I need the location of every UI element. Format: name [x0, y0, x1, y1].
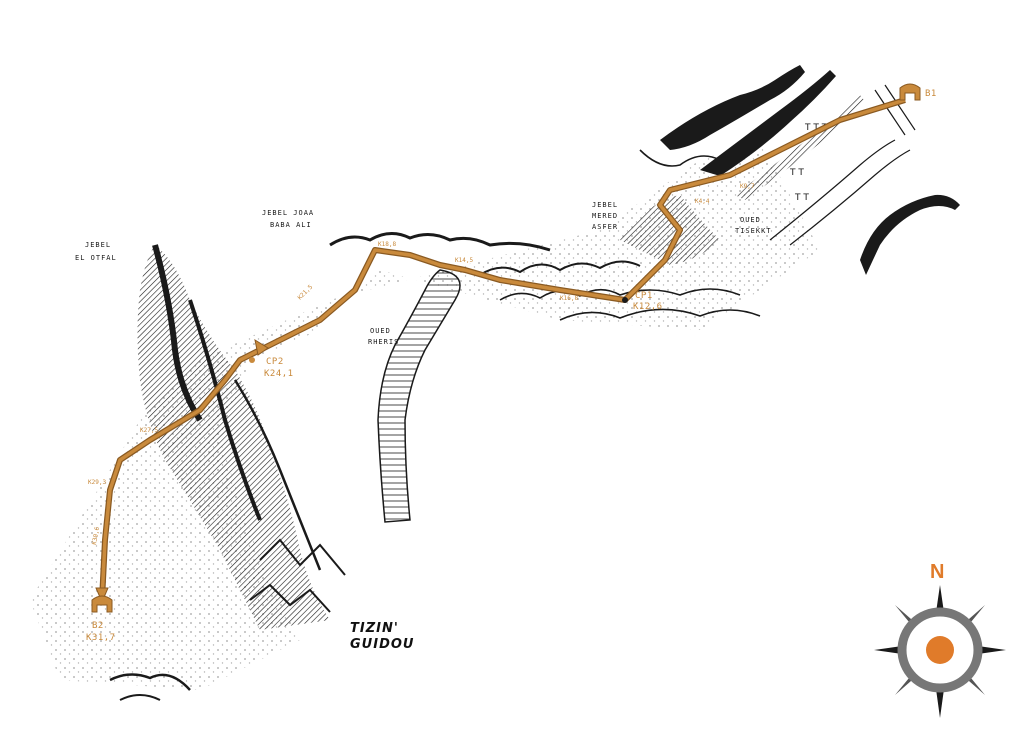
label-b1: B1 — [925, 89, 937, 99]
segment-label-4: K14,5 — [455, 257, 473, 264]
label-cp1-km: K12,6 — [633, 302, 663, 312]
segment-label-8: K29,3 — [88, 479, 106, 486]
label-oued-rheris-2: RHERIS — [368, 338, 399, 346]
label-jebel-el-otfal-1: JEBEL — [85, 241, 111, 249]
river-oued-rheris — [377, 269, 461, 523]
label-cp2-km: K24,1 — [264, 369, 294, 379]
label-oued-tisekkt-2: TISEKKT — [735, 227, 772, 235]
checkpoint-cp2-marker — [249, 357, 255, 363]
label-jebel-joaa-2: BABA ALI — [270, 221, 312, 229]
bivouac-b1-marker — [899, 83, 921, 101]
label-oued-tisekkt-1: OUED — [740, 216, 761, 224]
label-tizin-guidou-2: GUIDOU — [350, 637, 414, 652]
segment-label-1: K4,4 — [695, 198, 710, 205]
svg-text:T T: T T — [794, 193, 809, 203]
label-cp1-name: CP1 — [635, 291, 653, 301]
segment-label-9: K30,6 — [91, 526, 101, 545]
bivouac-b2-marker — [91, 595, 113, 613]
central-ridges — [329, 149, 761, 321]
label-jebel-joaa-1: JEBEL JOAA — [262, 209, 314, 217]
label-oued-rheris-1: OUED — [370, 327, 391, 335]
segment-label-7: K27,5 — [140, 427, 158, 434]
label-jebel-el-otfal-2: EL OTFAL — [75, 254, 117, 262]
label-b2-km: K31,7 — [86, 633, 116, 643]
label-cp2-name: CP2 — [266, 357, 284, 367]
compass-north-label: N — [930, 561, 944, 583]
label-jebel-mered-1: JEBEL — [592, 201, 618, 209]
segment-label-5: K16,8 — [560, 295, 578, 302]
left-mountain-range — [109, 244, 346, 701]
label-tizin-guidou-1: TIZIN' — [350, 621, 399, 636]
svg-text:T T: T T — [789, 168, 804, 178]
checkpoint-cp1-marker — [622, 297, 628, 303]
segment-label-6: K21,5 — [296, 283, 314, 301]
label-jebel-mered-2: MERED — [592, 212, 618, 220]
compass-rose: N — [874, 561, 1006, 718]
segment-label-2: K9,7 — [740, 183, 755, 190]
svg-text:T T T: T T T — [804, 123, 828, 133]
label-jebel-mered-3: ASFER — [592, 223, 618, 231]
label-b2-name: B2 — [92, 621, 104, 631]
race-route — [95, 97, 906, 604]
segment-label-3: K18,8 — [378, 241, 396, 248]
